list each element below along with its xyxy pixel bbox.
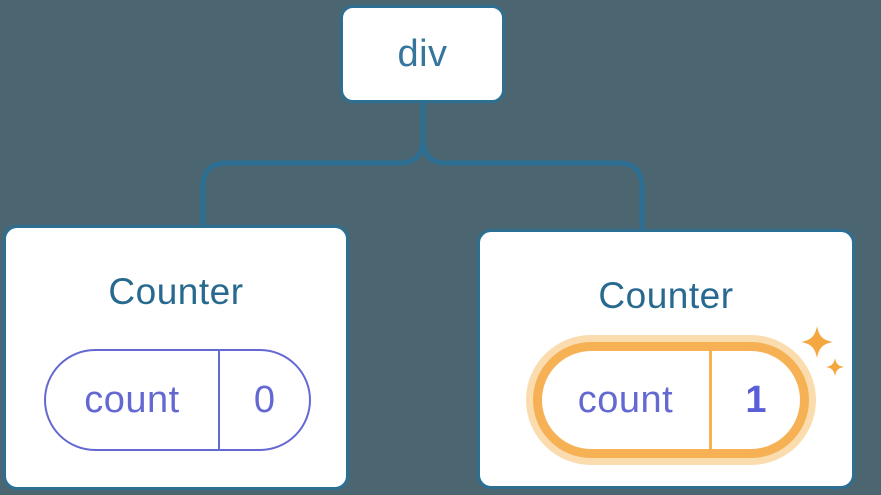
counter-card-left: Counter count 0	[3, 225, 349, 490]
state-key-label: count	[46, 351, 220, 449]
state-pill-count-1-highlighted: count 1	[542, 351, 800, 449]
counter-card-right: Counter count 1	[477, 229, 855, 489]
state-value: 0	[253, 378, 276, 421]
counter-left-title: Counter	[108, 271, 244, 312]
connector-left-branch	[200, 103, 426, 227]
state-pill-count-0: count 0	[44, 349, 311, 451]
sparkle-icon-small	[826, 358, 844, 376]
root-node-label: div	[397, 32, 448, 75]
root-node-div: div	[340, 5, 505, 103]
counter-right-title: Counter	[598, 275, 734, 316]
state-value: 1	[745, 378, 767, 421]
sparkle-icon	[801, 326, 833, 358]
state-key-label: count	[542, 351, 712, 449]
connector-right-branch	[420, 103, 645, 231]
